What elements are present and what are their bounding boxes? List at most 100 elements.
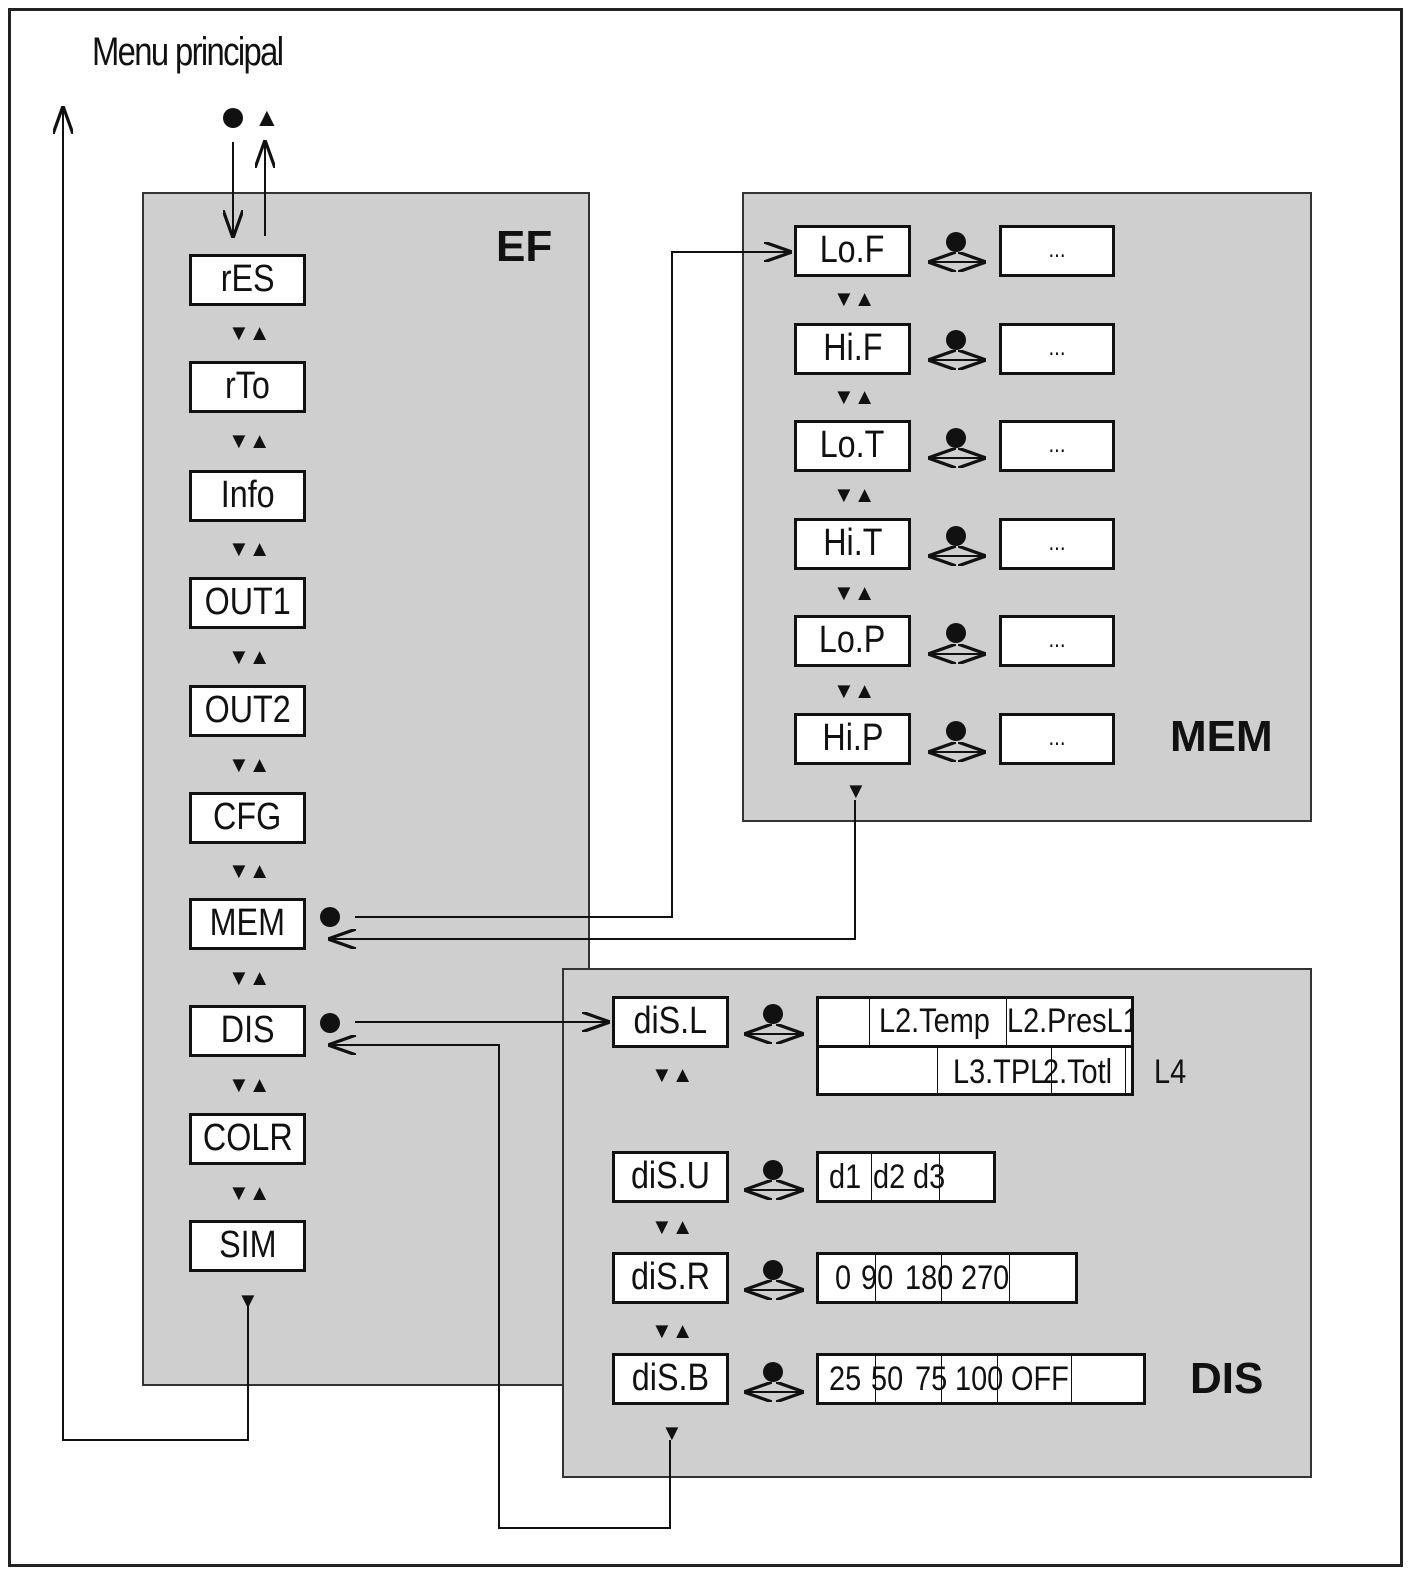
menu-item-res[interactable]: rES xyxy=(189,254,306,306)
dis-b-value: OFF xyxy=(1011,1360,1069,1398)
dis-r-value: 270 xyxy=(961,1259,1010,1297)
updown-arrows: ▼▲ xyxy=(228,858,271,883)
set-button-symbol xyxy=(946,721,966,741)
set-button-symbol xyxy=(946,623,966,643)
table-divider xyxy=(869,999,870,1045)
down-arrow: ▼ xyxy=(237,1288,259,1313)
table-divider xyxy=(1009,1255,1010,1301)
menu-item-out2[interactable]: OUT2 xyxy=(189,685,306,737)
set-button-symbol xyxy=(763,1004,783,1024)
table-divider xyxy=(1071,1356,1072,1402)
table-divider xyxy=(937,1047,938,1093)
updown-arrows: ▼▲ xyxy=(228,536,271,561)
updown-arrows: ▼▲ xyxy=(228,1180,271,1205)
table-divider xyxy=(1006,999,1007,1045)
updown-arrows: ▼▲ xyxy=(228,752,271,777)
menu-item-info[interactable]: Info xyxy=(189,470,306,522)
updown-arrows: ▼▲ xyxy=(228,965,271,990)
set-button-symbol xyxy=(320,907,340,927)
updown-arrows: ▼▲ xyxy=(228,1072,271,1097)
dis-r-value: 0 xyxy=(835,1259,852,1297)
table-divider xyxy=(875,1356,876,1402)
set-button-symbol xyxy=(763,1160,783,1180)
dis-b-value: 100 xyxy=(955,1360,1004,1398)
menu-item-cfg[interactable]: CFG xyxy=(189,792,306,844)
mem-value-lo-p: ... xyxy=(999,615,1115,667)
dis-panel-label: DIS xyxy=(1190,1354,1264,1403)
set-button-symbol xyxy=(946,330,966,350)
mem-panel-label: MEM xyxy=(1170,712,1273,761)
diagram-frame xyxy=(8,8,1403,1567)
set-button-symbol xyxy=(946,526,966,546)
dis-r-value-box: 0 90 180 270 xyxy=(816,1252,1078,1304)
table-divider xyxy=(941,1356,942,1402)
updown-arrows: ▼▲ xyxy=(833,678,876,703)
mem-value-hi-f: ... xyxy=(999,323,1115,375)
updown-arrows: ▼▲ xyxy=(651,1318,694,1343)
mem-value-lo-t: ... xyxy=(999,420,1115,472)
down-arrow: ▼ xyxy=(661,1420,683,1445)
dis-l-value: L3.TPL xyxy=(953,1053,1047,1091)
dis-b-value: 50 xyxy=(871,1360,904,1398)
mem-value-hi-p: ... xyxy=(999,713,1115,765)
mem-item-hi-p[interactable]: Hi.P xyxy=(794,713,911,765)
table-divider xyxy=(871,1154,872,1200)
dis-item-dis-r[interactable]: diS.R xyxy=(612,1252,729,1304)
dis-b-value: 25 xyxy=(829,1360,862,1398)
dis-item-dis-b[interactable]: diS.B xyxy=(612,1353,729,1405)
dis-l-value: L2.PresL1 xyxy=(1007,1002,1134,1040)
table-divider xyxy=(997,1356,998,1402)
down-arrow: ▼ xyxy=(845,778,867,803)
menu-item-colr[interactable]: COLR xyxy=(189,1113,306,1165)
dis-l-value: 2.Totl xyxy=(1043,1053,1113,1091)
dis-u-value: d2 xyxy=(873,1158,906,1196)
menu-item-out1[interactable]: OUT1 xyxy=(189,577,306,629)
mem-item-lo-f[interactable]: Lo.F xyxy=(794,225,911,277)
dis-b-value: 75 xyxy=(915,1360,948,1398)
dis-r-value: 90 xyxy=(861,1259,894,1297)
dis-r-value: 180 xyxy=(905,1259,954,1297)
set-button-symbol xyxy=(320,1013,340,1033)
mem-value-lo-f: ... xyxy=(999,225,1115,277)
updown-arrows: ▼▲ xyxy=(651,1062,694,1087)
table-divider xyxy=(1125,1047,1126,1093)
dis-l-value-table: L2.Temp L2.PresL1 L3.TPL 2.Totl xyxy=(816,996,1134,1096)
dis-u-value: d1 xyxy=(829,1158,862,1196)
updown-arrows: ▼▲ xyxy=(228,320,271,345)
menu-item-dis[interactable]: DIS xyxy=(189,1005,306,1057)
mem-item-hi-f[interactable]: Hi.F xyxy=(794,323,911,375)
set-button-symbol xyxy=(763,1260,783,1280)
dis-u-value-box: d1 d2 d3 xyxy=(816,1151,996,1203)
menu-item-rto[interactable]: rTo xyxy=(189,361,306,413)
table-divider xyxy=(875,1255,876,1301)
updown-arrows: ▼▲ xyxy=(228,644,271,669)
set-button-symbol xyxy=(763,1362,783,1382)
dis-l-extra-value: L4 xyxy=(1154,1053,1187,1091)
updown-arrows: ▼▲ xyxy=(228,428,271,453)
set-button-symbol xyxy=(223,108,243,128)
table-divider xyxy=(939,1154,940,1200)
mem-item-lo-t[interactable]: Lo.T xyxy=(794,420,911,472)
menu-item-mem[interactable]: MEM xyxy=(189,898,306,950)
table-divider xyxy=(819,1045,1131,1048)
dis-item-dis-u[interactable]: diS.U xyxy=(612,1151,729,1203)
updown-arrows: ▼▲ xyxy=(833,580,876,605)
table-divider xyxy=(941,1255,942,1301)
updown-arrows: ▼▲ xyxy=(833,482,876,507)
updown-arrows: ▼▲ xyxy=(651,1214,694,1239)
set-button-symbol xyxy=(946,232,966,252)
mem-item-lo-p[interactable]: Lo.P xyxy=(794,615,911,667)
dis-b-value-box: 25 50 75 100 OFF xyxy=(816,1353,1146,1405)
up-button-symbol: ▲ xyxy=(254,102,280,132)
mem-item-hi-t[interactable]: Hi.T xyxy=(794,518,911,570)
set-button-symbol xyxy=(946,428,966,448)
updown-arrows: ▼▲ xyxy=(833,286,876,311)
dis-u-value: d3 xyxy=(913,1158,946,1196)
updown-arrows: ▼▲ xyxy=(833,384,876,409)
dis-item-dis-l[interactable]: diS.L xyxy=(612,996,729,1048)
dis-l-value: L2.Temp xyxy=(879,1002,990,1040)
main-menu-title: Menu principal xyxy=(92,30,284,74)
mem-value-hi-t: ... xyxy=(999,518,1115,570)
menu-item-sim[interactable]: SIM xyxy=(189,1220,306,1272)
